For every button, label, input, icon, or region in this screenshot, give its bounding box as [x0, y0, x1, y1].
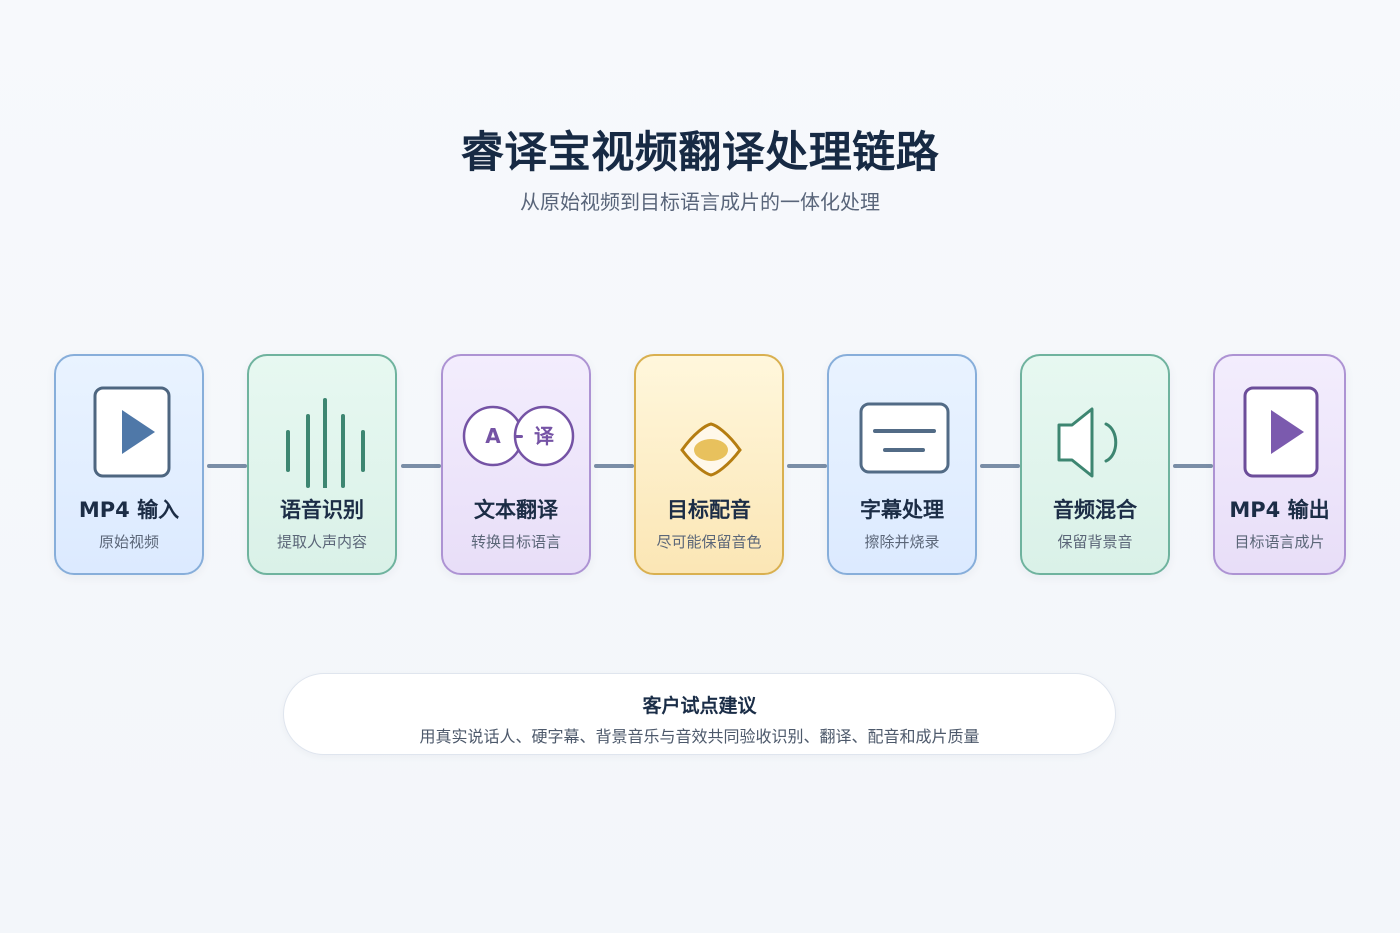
step-label: 语音识别 — [280, 498, 364, 522]
step-desc: 提取人声内容 — [276, 533, 367, 551]
play-icon — [56, 382, 202, 488]
step-label: 音频混合 — [1053, 498, 1137, 522]
step-card-mp4-output: MP4 输出 目标语言成片 — [1213, 354, 1346, 575]
step-desc: 原始视频 — [98, 533, 159, 551]
connector-6 — [1173, 464, 1213, 468]
step-card-text-translation: A 译 文本翻译 转换目标语言 — [441, 354, 591, 575]
page-subtitle: 从原始视频到目标语言成片的一体化处理 — [520, 190, 880, 214]
step-card-speech-recognition: 语音识别 提取人声内容 — [247, 354, 397, 575]
waveform-icon — [249, 382, 395, 504]
step-desc: 转换目标语言 — [470, 533, 561, 551]
connector-5 — [980, 464, 1020, 468]
pilot-suggestion-text: 用真实说话人、硬字幕、背景音乐与音效共同验收识别、翻译、配音和成片质量 — [419, 727, 980, 746]
connector-2 — [401, 464, 441, 468]
translate-icon: A 译 — [443, 382, 589, 488]
step-label: MP4 输出 — [1229, 498, 1330, 522]
step-desc: 擦除并烧录 — [864, 533, 940, 551]
step-card-target-dubbing: 目标配音 尽可能保留音色 — [634, 354, 784, 575]
step-card-mp4-input: MP4 输入 原始视频 — [54, 354, 204, 575]
translate-icon-source: A — [485, 424, 501, 448]
pilot-suggestion-title: 客户试点建议 — [642, 695, 757, 717]
step-card-subtitle-processing: 字幕处理 擦除并烧录 — [827, 354, 977, 575]
step-label: 文本翻译 — [474, 498, 558, 522]
step-desc: 尽可能保留音色 — [656, 533, 762, 551]
page-title: 睿译宝视频翻译处理链路 — [460, 128, 940, 178]
step-label: 目标配音 — [667, 498, 751, 522]
step-desc: 保留背景音 — [1057, 533, 1133, 551]
translate-icon-target: 译 — [534, 424, 555, 448]
play-icon — [1215, 382, 1344, 488]
step-card-audio-mixing: 音频混合 保留背景音 — [1020, 354, 1170, 575]
voice-icon — [636, 382, 782, 488]
connector-1 — [207, 464, 247, 468]
subtitle-icon — [829, 382, 975, 488]
connector-3 — [594, 464, 634, 468]
step-label: 字幕处理 — [860, 498, 944, 522]
pilot-suggestion-card: 客户试点建议 用真实说话人、硬字幕、背景音乐与音效共同验收识别、翻译、配音和成片… — [283, 673, 1116, 755]
step-label: MP4 输入 — [78, 498, 180, 522]
speaker-icon — [1022, 382, 1168, 488]
step-desc: 目标语言成片 — [1234, 533, 1325, 551]
connector-4 — [787, 464, 827, 468]
